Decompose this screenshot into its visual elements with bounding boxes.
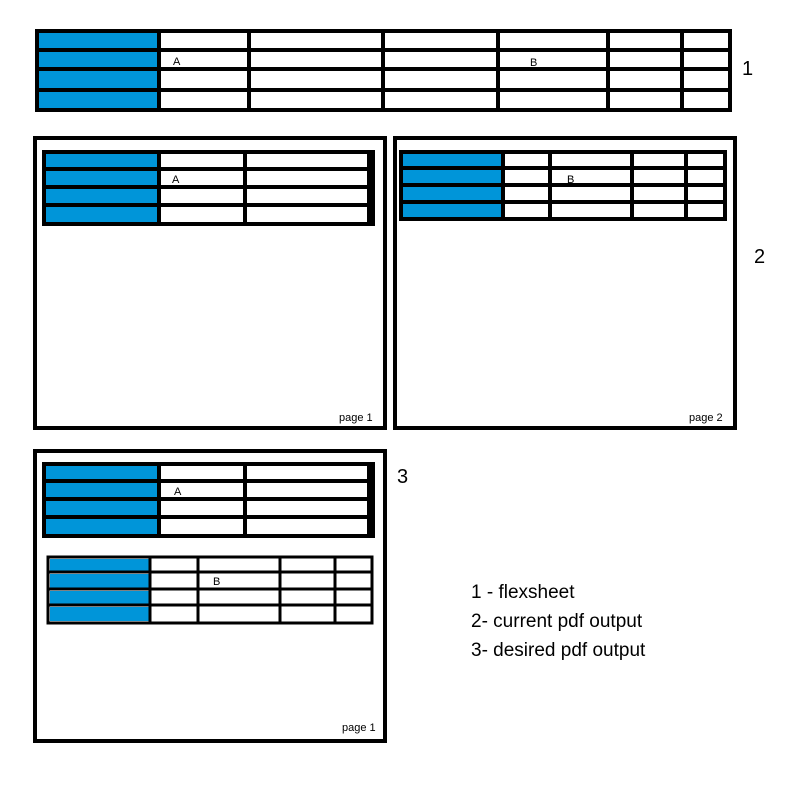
legend-item-current-output: 2- current pdf output: [471, 611, 643, 632]
label-cell: [50, 607, 150, 621]
label-cell: [403, 154, 503, 167]
label-cell: [46, 466, 159, 480]
label-cell: [46, 189, 159, 204]
label-cell: [46, 207, 159, 222]
flexsheet-grid: A B: [35, 29, 732, 112]
label-cell: [46, 519, 159, 534]
cell-a: A: [174, 486, 182, 498]
legend-item-flexsheet: 1 - flexsheet: [471, 582, 575, 603]
legend-item-desired-output: 3- desired pdf output: [471, 640, 646, 661]
table-lines: [401, 152, 725, 219]
label-cell: [39, 71, 159, 88]
label-cell: [50, 559, 150, 571]
table-lines: [44, 464, 373, 536]
label-cell: [46, 501, 159, 516]
cell-b: B: [530, 57, 537, 69]
label-cell: [46, 171, 159, 186]
cell-b: B: [213, 576, 220, 588]
label-cell: [46, 483, 159, 498]
label-cell: [46, 154, 159, 168]
current-output-page-2: B page 2: [393, 136, 737, 430]
flexsheet-number: 1: [742, 58, 753, 80]
label-cell: [39, 52, 159, 67]
label-cell: [403, 170, 503, 184]
cell-b: B: [567, 174, 574, 186]
cell-a: A: [172, 174, 180, 186]
cell-a: A: [173, 56, 181, 68]
desired-output-page-1: A B page 1: [33, 449, 387, 743]
current-output-number: 2: [754, 246, 765, 268]
label-cell: [50, 591, 150, 604]
page-label: page 1: [342, 722, 376, 734]
flexsheet-lines: [37, 31, 730, 110]
label-cell: [39, 33, 159, 48]
desired-output-number: 3: [397, 466, 408, 488]
label-cell: [403, 187, 503, 201]
page-label: page 2: [689, 412, 723, 424]
legend: 1 - flexsheet 2- current pdf output 3- d…: [471, 578, 645, 665]
label-cell: [403, 204, 503, 217]
table-lines: [44, 152, 373, 224]
label-cell: [50, 574, 150, 588]
current-output-page-1: A page 1: [33, 136, 387, 430]
table-lines: [48, 557, 372, 623]
label-cell: [39, 92, 159, 108]
page-label: page 1: [339, 412, 373, 424]
